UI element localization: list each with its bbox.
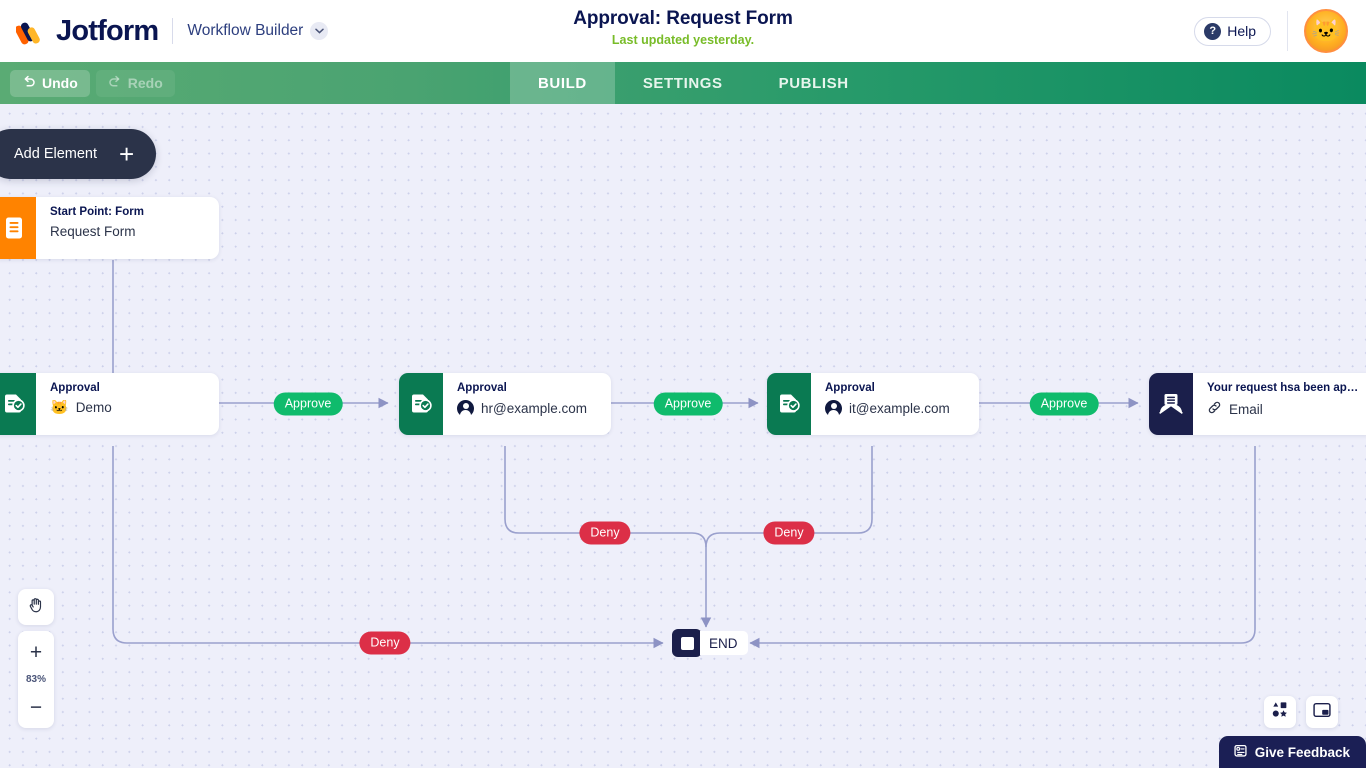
approval-check-icon [0,373,36,435]
node-title: Your request hsa been appro... [1207,382,1362,394]
edge-badge-approve-1[interactable]: Approve [273,392,343,416]
builder-tabs: BUILD SETTINGS PUBLISH [510,62,877,104]
minimap-button[interactable] [1306,696,1338,728]
jotform-logo-icon [14,16,46,46]
edge-badge-deny-1[interactable]: Deny [579,521,631,545]
edge-badge-approve-2[interactable]: Approve [653,392,723,416]
node-approval-it[interactable]: Approval it@example.com [767,373,979,435]
tab-publish[interactable]: PUBLISH [778,74,849,92]
node-text-block: Start Point: Form Request Form [36,197,219,259]
node-subtitle: it@example.com [825,400,967,417]
jotform-logo[interactable]: Jotform [0,14,159,48]
edge-badge-deny-3[interactable]: Deny [359,631,411,655]
node-subtitle-text: Demo [75,400,112,415]
pan-tool-button[interactable] [18,589,54,625]
person-icon [457,400,474,417]
zoom-level-label: 83% [25,674,46,685]
approval-check-icon [767,373,811,435]
zoom-controls: + 83% − [18,631,54,728]
node-subtitle-text: it@example.com [849,401,950,416]
shapes-icon [1272,701,1289,723]
minimap-icon [1313,702,1331,723]
node-text-block: Approval it@example.com [811,373,979,435]
cat-avatar-icon: 🐱 [1311,17,1341,44]
node-subtitle: 🐱 Demo [50,400,207,415]
brand-name: Jotform [56,14,159,47]
node-subtitle-text: hr@example.com [481,401,587,416]
node-approval-hr[interactable]: Approval hr@example.com [399,373,611,435]
plus-icon: + [119,139,135,169]
avatar[interactable]: 🐱 [1304,9,1348,53]
node-subtitle: hr@example.com [457,400,599,417]
redo-button[interactable]: Redo [95,69,175,97]
edge-badge-deny-2[interactable]: Deny [763,521,815,545]
node-end[interactable]: END [672,629,748,657]
zoom-in-button[interactable]: + [29,640,43,664]
link-icon [1207,400,1222,418]
node-email[interactable]: Your request hsa been appro... Email [1149,373,1366,435]
question-mark-icon: ? [1204,22,1222,40]
undo-label: Undo [42,75,78,91]
form-document-icon [0,197,36,259]
undo-button[interactable]: Undo [10,69,90,97]
header-right-controls: ? Help 🐱 [1194,0,1366,62]
tab-settings[interactable]: SETTINGS [642,74,723,92]
app-header: Jotform Workflow Builder Approval: Reque… [0,0,1366,62]
node-text-block: Your request hsa been appro... Email [1193,373,1366,435]
node-text-block: Approval 🐱 Demo [36,373,219,435]
add-element-label: Add Element [14,146,98,162]
approval-check-icon [399,373,443,435]
workflow-canvas[interactable]: Add Element + Start Point: Form Request … [0,104,1366,768]
redo-arrow-icon [108,75,122,92]
add-element-button[interactable]: Add Element + [0,129,157,179]
give-feedback-label: Give Feedback [1254,744,1350,760]
node-subtitle-text: Email [1229,401,1263,417]
node-title: Approval [457,382,507,394]
header-divider [172,18,174,44]
node-subtitle-text: Request Form [50,224,136,239]
node-title: Start Point: Form [50,206,144,218]
canvas-view-controls [1264,696,1338,728]
hand-icon [27,595,46,619]
help-button[interactable]: ? Help [1194,16,1271,46]
node-subtitle: Email [1207,400,1362,418]
redo-label: Redo [127,75,163,91]
workflow-builder-menu[interactable]: Workflow Builder [187,22,329,40]
person-icon [825,400,842,417]
email-envelope-icon [1149,373,1193,435]
help-label: Help [1227,23,1256,39]
undo-redo-group: Undo Redo [0,69,175,97]
feedback-form-icon [1233,743,1248,761]
node-text-block: Approval hr@example.com [443,373,611,435]
workflow-builder-label: Workflow Builder [187,22,304,39]
end-label: END [700,631,748,655]
node-approval-demo[interactable]: Approval 🐱 Demo [0,373,219,435]
undo-arrow-icon [22,75,36,92]
shapes-button[interactable] [1264,696,1296,728]
node-subtitle: Request Form [50,224,207,239]
node-start-point[interactable]: Start Point: Form Request Form [0,197,219,259]
header-separator [1287,11,1288,51]
zoom-out-button[interactable]: − [29,695,43,719]
tab-build[interactable]: BUILD [510,62,615,104]
cat-avatar-icon: 🐱 [50,400,69,415]
node-title: Approval [825,382,875,394]
stop-square-icon [672,629,702,657]
node-title: Approval [50,382,100,394]
give-feedback-button[interactable]: Give Feedback [1218,736,1366,768]
edge-badge-approve-3[interactable]: Approve [1029,392,1099,416]
builder-toolbar: Undo Redo BUILD SETTINGS PUBLISH [0,62,1366,104]
chevron-down-icon[interactable] [310,22,329,40]
